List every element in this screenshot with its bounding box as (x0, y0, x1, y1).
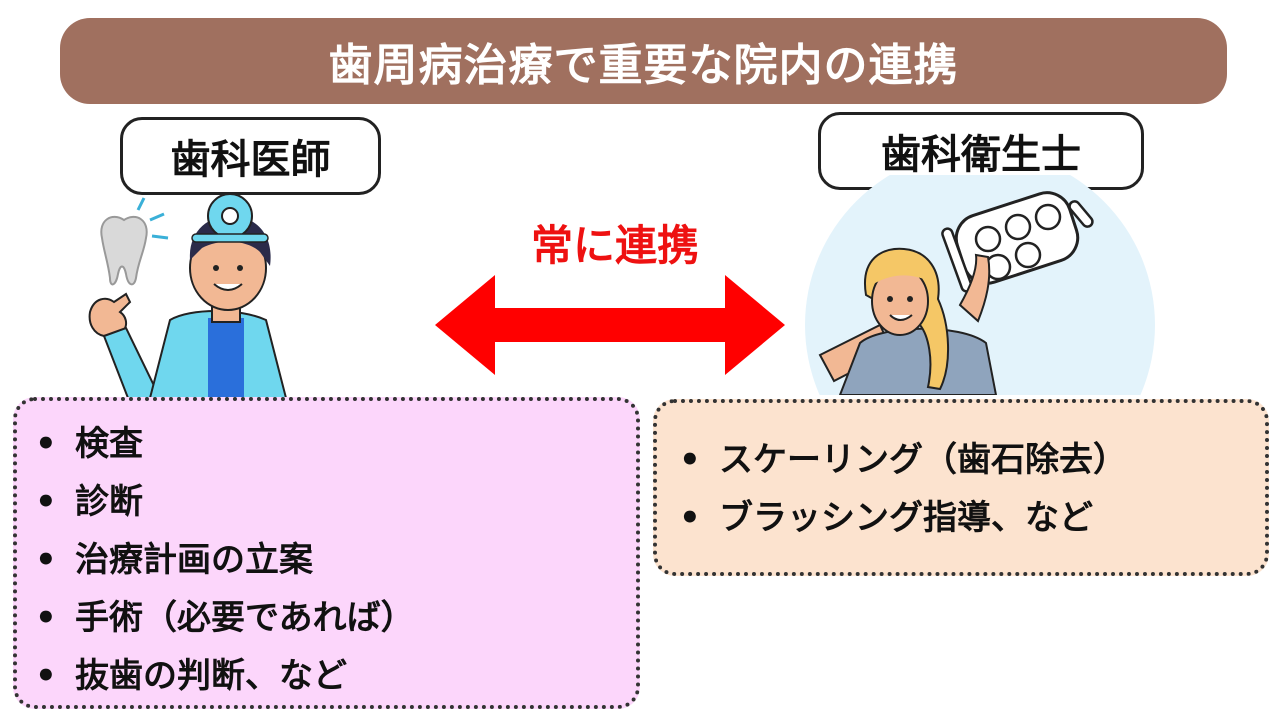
list-item: •スケーリング（歯石除去） (679, 440, 1127, 480)
page-title: 歯周病治療で重要な院内の連携 (328, 40, 959, 91)
hygienist-figure (805, 175, 1155, 395)
tooth-icon (100, 197, 169, 286)
title-bar: 歯周病治療で重要な院内の連携 (60, 18, 1227, 104)
hygienist-task-box: •スケーリング（歯石除去） •ブラッシング指導、など (653, 399, 1269, 576)
list-item: •診断 (35, 482, 143, 522)
dentist-task-list: •検査 •診断 •治療計画の立案 •手術（必要であれば） •抜歯の判断、など (35, 415, 636, 705)
double-arrow (435, 275, 785, 375)
dentist-figure (88, 193, 288, 399)
role-label-dentist: 歯科医師 (120, 117, 381, 195)
list-item: •抜歯の判断、など (35, 656, 347, 696)
hygienist-task-list: •スケーリング（歯石除去） •ブラッシング指導、など (679, 431, 1265, 547)
dentist-task-box: •検査 •診断 •治療計画の立案 •手術（必要であれば） •抜歯の判断、など (13, 397, 640, 709)
list-item: •手術（必要であれば） (35, 598, 415, 638)
center-label: 常に連携 (530, 221, 699, 270)
list-item: •ブラッシング指導、など (679, 498, 1093, 538)
list-item: •検査 (35, 424, 143, 464)
list-item: •治療計画の立案 (35, 540, 313, 580)
